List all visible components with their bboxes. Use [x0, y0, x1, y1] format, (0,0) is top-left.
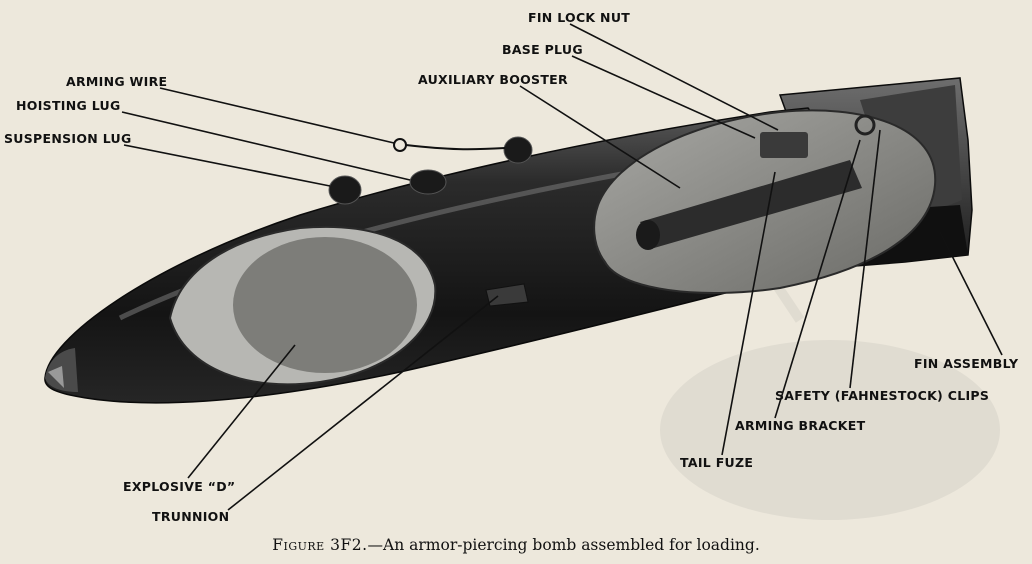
label-arming-wire: ARMING WIRE [66, 74, 167, 89]
label-fin-assembly: FIN ASSEMBLY [914, 356, 1019, 371]
arming-wire-shape [393, 138, 506, 152]
trunnion-shape [485, 283, 529, 307]
figure-caption-text: —An armor-piercing bomb assembled for lo… [367, 536, 760, 554]
label-hoisting-lug: HOISTING LUG [16, 98, 121, 113]
leader-arming-bracket [774, 139, 861, 419]
explosive-cutaway [168, 225, 437, 386]
figure-number: Figure 3F2. [272, 536, 368, 554]
tail-cutaway [593, 109, 937, 294]
leader-hoisting-lug [121, 111, 411, 181]
leader-fin-assembly [939, 231, 1003, 356]
label-trunnion: TRUNNION [152, 509, 229, 524]
leader-tail-fuze [721, 171, 776, 456]
suspension-lugs [328, 136, 533, 205]
label-tail-fuze: TAIL FUZE [680, 455, 753, 470]
label-explosive-d: EXPLOSIVE “D” [123, 479, 235, 494]
leader-lines [121, 23, 1003, 511]
leader-explosive-d [187, 344, 296, 479]
leader-fin-lock-nut [569, 23, 779, 131]
leader-auxiliary-booster [519, 85, 681, 189]
figure-caption: Figure 3F2.—An armor-piercing bomb assem… [0, 536, 1032, 554]
leader-base-plug [571, 55, 756, 139]
label-safety-clips: SAFETY (FAHNESTOCK) CLIPS [775, 388, 989, 403]
leader-arming-wire [159, 87, 395, 144]
label-arming-bracket: ARMING BRACKET [735, 418, 866, 433]
leader-suspension-lug [123, 144, 331, 187]
label-auxiliary-booster: AUXILIARY BOOSTER [418, 72, 568, 87]
leader-safety-clips [849, 129, 881, 389]
callout-labels: FIN LOCK NUT BASE PLUG AUXILIARY BOOSTER… [4, 10, 1019, 524]
label-base-plug: BASE PLUG [502, 42, 583, 57]
label-fin-lock-nut: FIN LOCK NUT [528, 10, 630, 25]
label-suspension-lug: SUSPENSION LUG [4, 131, 132, 146]
leader-trunnion [227, 295, 499, 511]
